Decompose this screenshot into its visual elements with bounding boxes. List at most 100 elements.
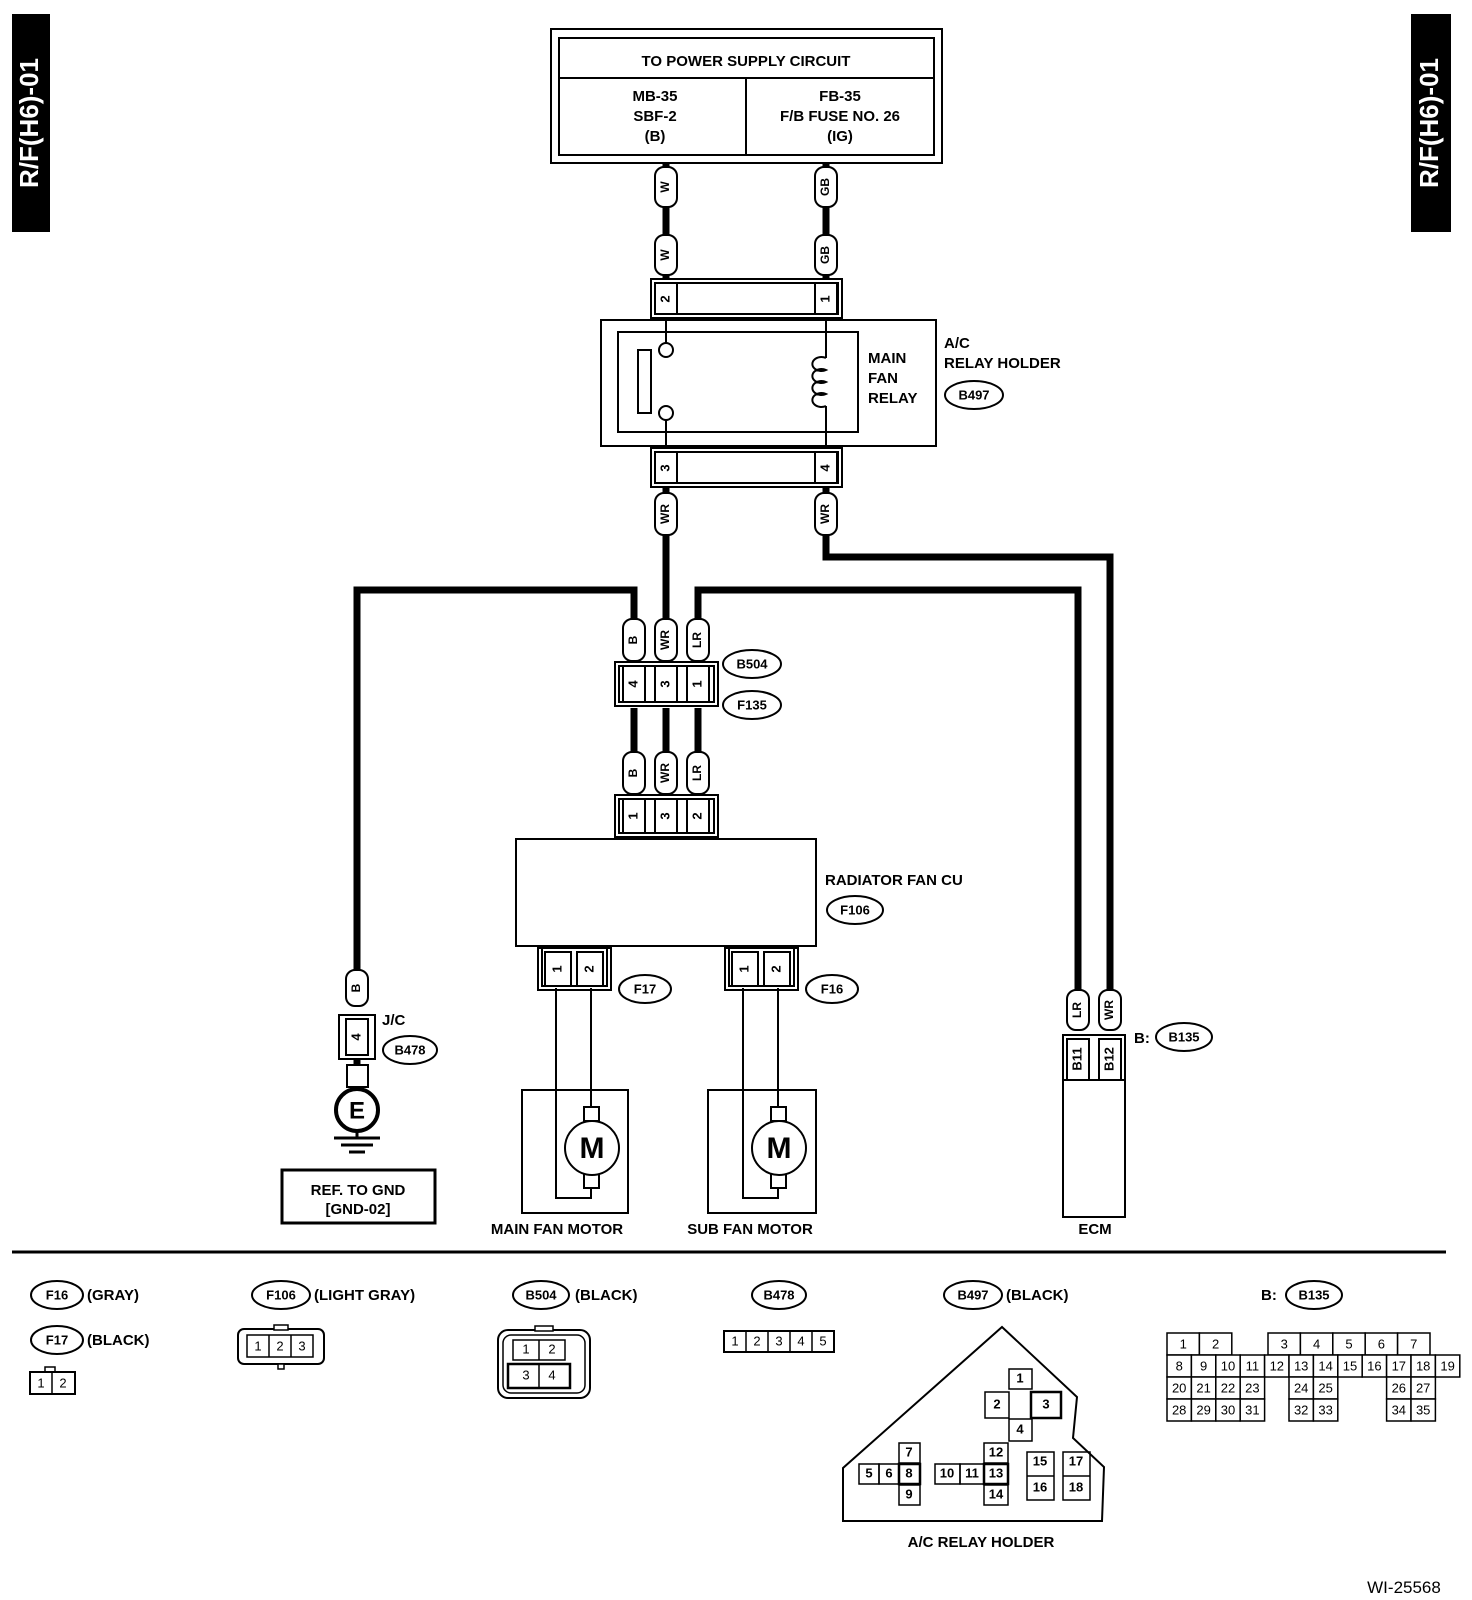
b135-pin-label: 33 — [1318, 1402, 1332, 1417]
b135-pin-label: 34 — [1392, 1402, 1406, 1417]
svg-text:1: 1 — [689, 680, 704, 687]
gnd-ref-2: [GND-02] — [325, 1201, 390, 1218]
b135-pin-label: 13 — [1294, 1358, 1308, 1373]
svg-text:6: 6 — [885, 1465, 892, 1480]
ecm-group: B11 B12 B: B135 ECM — [1062, 1022, 1213, 1238]
fan-cu-connector: 1 3 2 — [614, 794, 719, 838]
b135-pin-label: 25 — [1318, 1380, 1332, 1395]
svg-text:2: 2 — [753, 1333, 760, 1348]
svg-text:2: 2 — [276, 1338, 283, 1353]
svg-text:2: 2 — [59, 1375, 66, 1390]
svg-text:1: 1 — [1016, 1370, 1023, 1385]
b135-pin-label: 14 — [1318, 1358, 1332, 1373]
b135-pin-label: 10 — [1221, 1358, 1235, 1373]
b135-pin-label: 29 — [1196, 1402, 1210, 1417]
svg-text:2: 2 — [689, 812, 704, 819]
b135-pin-label: 18 — [1416, 1358, 1430, 1373]
fan-cu-name: RADIATOR FAN CU — [825, 872, 963, 889]
b135-pin-label: 31 — [1245, 1402, 1259, 1417]
relay-connector-id: B497 — [958, 387, 989, 402]
legend-b478: B478 1 2 3 4 5 — [723, 1280, 835, 1353]
relay-pin-2: 2 — [657, 295, 672, 302]
svg-text:2: 2 — [581, 965, 596, 972]
svg-text:16: 16 — [1033, 1479, 1047, 1494]
relay-name-1: MAIN — [868, 350, 906, 367]
power-supply-title: TO POWER SUPPLY CIRCUIT — [642, 53, 851, 70]
wire-label-f135-lr: LR — [686, 751, 710, 795]
svg-text:1: 1 — [254, 1338, 261, 1353]
svg-text:F17: F17 — [46, 1332, 68, 1347]
svg-text:2: 2 — [993, 1396, 1000, 1411]
legend-b497: B497 (BLACK) 1 2 3 4 5 6 7 8 9 10 11 — [842, 1280, 1106, 1551]
svg-text:7: 7 — [905, 1444, 912, 1459]
svg-text:5: 5 — [865, 1465, 872, 1480]
b135-pin-label: 16 — [1367, 1358, 1381, 1373]
svg-text:14: 14 — [989, 1486, 1004, 1501]
svg-text:3: 3 — [1042, 1396, 1049, 1411]
wire-label-top-left-2: W — [654, 234, 678, 276]
figure-id: WI-25568 — [1367, 1578, 1441, 1597]
ground-symbol: E — [349, 1097, 365, 1124]
f135-id: F135 — [737, 697, 767, 712]
relay-connector-bottom: 3 4 — [650, 447, 843, 488]
wire-label-b504-lr: LR — [686, 618, 710, 662]
svg-text:B504: B504 — [525, 1287, 557, 1302]
b135-pin-label: 32 — [1294, 1402, 1308, 1417]
relay-pin-4: 4 — [817, 464, 832, 472]
relay-connector-top: 2 1 — [650, 278, 843, 319]
b135-pin-label: 5 — [1345, 1336, 1352, 1351]
b135-pin-label: 6 — [1378, 1336, 1385, 1351]
legend-b504: B504 (BLACK) 1 2 3 4 — [497, 1280, 637, 1399]
b135-pin-label: 30 — [1221, 1402, 1235, 1417]
svg-text:B478: B478 — [763, 1287, 794, 1302]
svg-text:(BLACK): (BLACK) — [575, 1287, 637, 1304]
fan-cu-connector-id: F106 — [840, 902, 870, 917]
svg-text:3: 3 — [775, 1333, 782, 1348]
f17-id: F17 — [634, 981, 656, 996]
b135-pin-label: 9 — [1200, 1358, 1207, 1373]
svg-text:WR: WR — [658, 763, 672, 783]
svg-text:1: 1 — [549, 965, 564, 972]
b135-pin-label: 3 — [1281, 1336, 1288, 1351]
svg-text:F16: F16 — [46, 1287, 68, 1302]
svg-text:2: 2 — [768, 965, 783, 972]
wire-label-relay-out-right: WR — [814, 492, 838, 536]
svg-text:4: 4 — [625, 680, 640, 688]
wire-label-ecm-wr: WR — [1098, 989, 1122, 1031]
sub-motor-symbol: M — [767, 1132, 792, 1165]
wire-label-ground: B — [345, 969, 369, 1007]
b135-pin-label: 12 — [1270, 1358, 1284, 1373]
jc-label: J/C — [382, 1012, 406, 1029]
svg-text:(LIGHT GRAY): (LIGHT GRAY) — [314, 1287, 415, 1304]
svg-text:4: 4 — [1016, 1421, 1024, 1436]
b135-pin-label: 35 — [1416, 1402, 1430, 1417]
b135-pin-cell — [1312, 1398, 1339, 1422]
wire-label-top-right: GB — [814, 166, 838, 208]
svg-text:(GRAY): (GRAY) — [87, 1287, 139, 1304]
svg-text:2: 2 — [548, 1341, 555, 1356]
b135-pin-label: 24 — [1294, 1380, 1308, 1395]
main-motor-symbol: M — [580, 1132, 605, 1165]
svg-text:10: 10 — [940, 1465, 954, 1480]
wire-label-f135-b: B — [622, 751, 646, 795]
power-right-line2: F/B FUSE NO. 26 — [780, 108, 900, 125]
wire-label-top-right-2: GB — [814, 234, 838, 276]
b135-pin-label: 4 — [1313, 1336, 1320, 1351]
b504-id: B504 — [736, 656, 768, 671]
b135-pin-cell — [1239, 1398, 1266, 1422]
wire-label-f135-wr: WR — [654, 751, 678, 795]
svg-text:B12: B12 — [1101, 1047, 1116, 1071]
svg-text:B11: B11 — [1069, 1047, 1084, 1070]
svg-text:1: 1 — [37, 1375, 44, 1390]
svg-text:3: 3 — [657, 680, 672, 687]
svg-text:WR: WR — [658, 630, 672, 650]
main-fan-motor-group: 1 2 F17 M MAIN FAN MOTOR — [491, 947, 672, 1238]
svg-text:B: B — [626, 768, 640, 777]
b135-pin-cell — [1434, 1354, 1461, 1378]
svg-text:(BLACK): (BLACK) — [1006, 1287, 1068, 1304]
b135-pin-label: 28 — [1172, 1402, 1186, 1417]
svg-text:W: W — [658, 181, 672, 193]
